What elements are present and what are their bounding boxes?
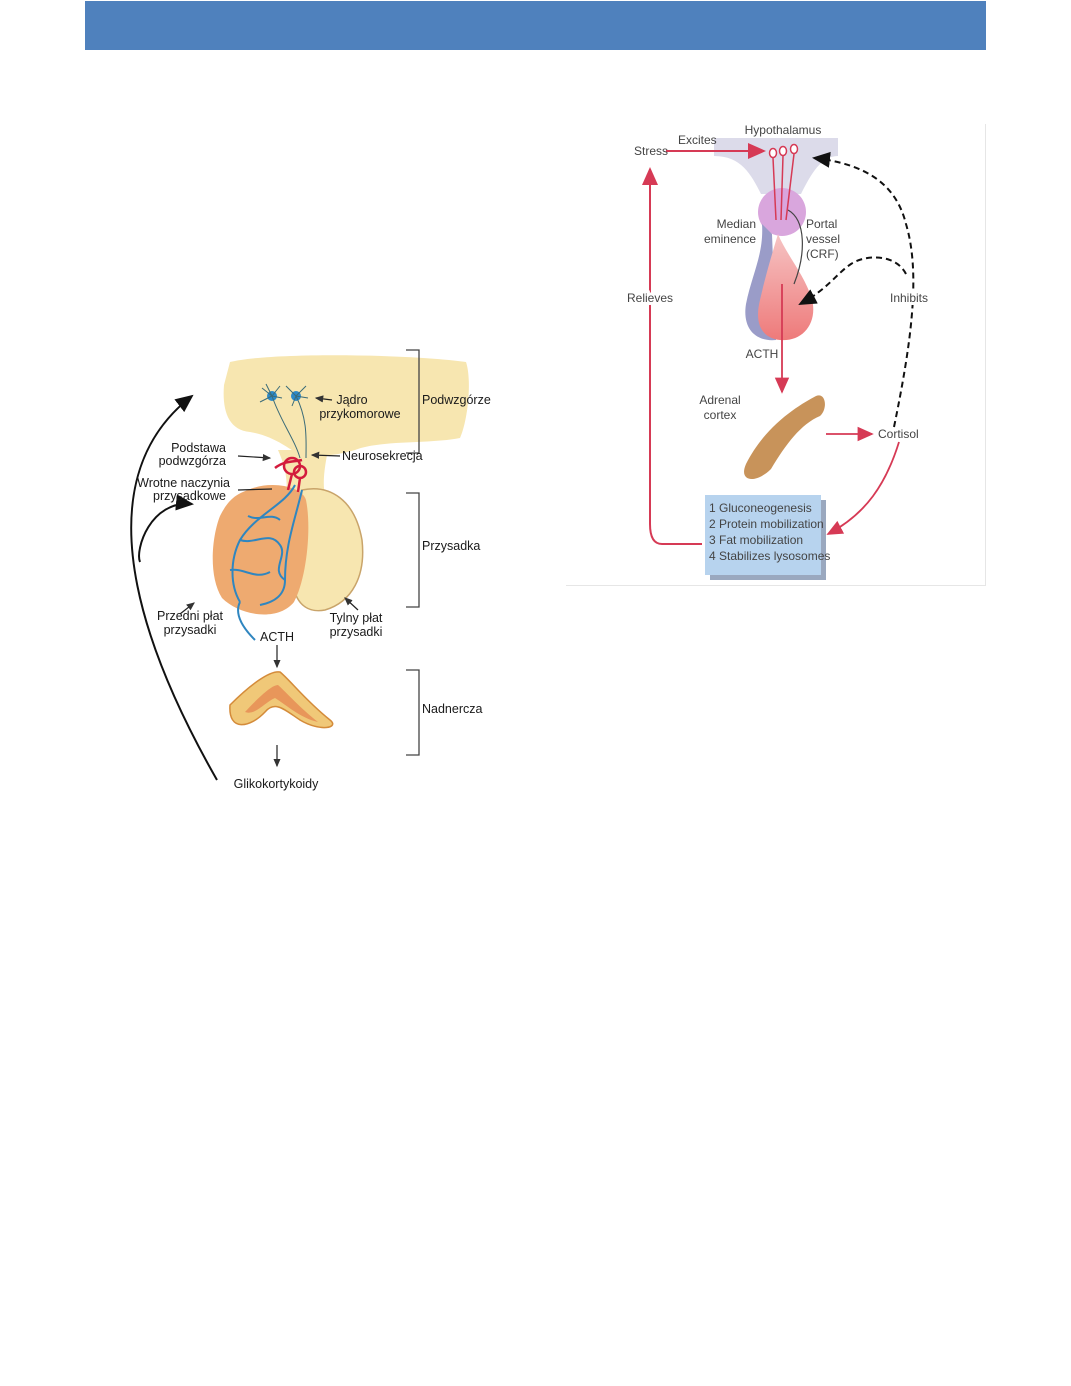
hypothalamic-neurons — [768, 143, 799, 221]
label-stress: Stress — [634, 144, 668, 158]
label-inhibits: Inhibits — [890, 291, 928, 305]
label-cortisol: Cortisol — [878, 427, 919, 441]
bracket-pituitary — [406, 492, 420, 608]
label-portal-3: (CRF) — [806, 247, 839, 261]
label-relieves: Relieves — [627, 291, 673, 305]
label-excites: Excites — [678, 133, 717, 147]
label-median-2: eminence — [704, 232, 756, 246]
hpa-axis-diagram-english: Stress Excites Hypothalamus Median emine… — [566, 123, 986, 586]
label-acth: ACTH — [260, 630, 294, 644]
hpa-axis-diagram-polish: Jądro przykomorowe Podstawa podwzgórza N… — [80, 340, 510, 800]
label-posterior-2: przysadki — [330, 625, 383, 639]
inhibits-pituitary-arrow — [798, 256, 907, 305]
capillary-plexus — [274, 456, 308, 493]
relieves-arrow — [642, 167, 702, 545]
bracket-label-hypothalamus: Podwzgórze — [422, 393, 491, 407]
bracket-hypothalamus — [406, 349, 420, 454]
effect-item: 4 Stabilizes lysosomes — [709, 549, 830, 563]
effect-item: 2 Protein mobilization — [709, 517, 824, 531]
label-nucleus-2: przykomorowe — [319, 407, 400, 421]
hpa-axis-svg-polish: Jądro przykomorowe Podstawa podwzgórza N… — [130, 349, 491, 791]
label-median-1: Median — [717, 217, 756, 231]
label-glucocorticoids: Glikokortykoidy — [234, 777, 319, 791]
posterior-lobe — [292, 488, 364, 612]
feedback-arrow-short — [138, 494, 194, 563]
hypothalamus-shape — [223, 355, 469, 458]
label-neurosecretion: Neurosekrecja — [342, 449, 423, 463]
label-base-1: Podstawa — [171, 441, 226, 455]
feedback-arrow-long — [130, 394, 218, 781]
label-anterior-2: przysadki — [164, 623, 217, 637]
label-adrenal-1: Adrenal — [699, 393, 740, 407]
label-portal-2: przysadkowe — [153, 489, 226, 503]
header-banner — [85, 1, 986, 50]
hpa-axis-svg-english: Stress Excites Hypothalamus Median emine… — [624, 123, 931, 580]
effect-item: 3 Fat mobilization — [709, 533, 803, 547]
bracket-adrenal — [406, 669, 420, 756]
anterior-pituitary — [758, 234, 814, 341]
portal-vessel-network — [229, 484, 303, 641]
effects-box — [705, 495, 821, 575]
paraventricular-neurons — [259, 383, 309, 459]
effect-item: 1 Gluconeogenesis — [709, 501, 812, 515]
bracket-label-pituitary: Przysadka — [422, 539, 480, 553]
label-base-2: podwzgórza — [159, 454, 226, 468]
label-adrenal-2: cortex — [704, 408, 737, 422]
label-portal-1: Portal — [806, 217, 837, 231]
label-nucleus-1: Jądro — [336, 393, 367, 407]
bracket-label-adrenal: Nadnercza — [422, 702, 482, 716]
label-acth: ACTH — [746, 347, 779, 361]
label-anterior-1: Przedni płat — [157, 609, 224, 623]
label-portal-2: vessel — [806, 232, 840, 246]
anterior-lobe — [212, 485, 309, 615]
label-portal-1: Wrotne naczynia — [137, 476, 230, 490]
label-hypothalamus: Hypothalamus — [745, 124, 822, 137]
cortisol-effects-arrow — [826, 441, 900, 535]
label-posterior-1: Tylny płat — [330, 611, 383, 625]
adrenal-cortex — [744, 395, 825, 480]
